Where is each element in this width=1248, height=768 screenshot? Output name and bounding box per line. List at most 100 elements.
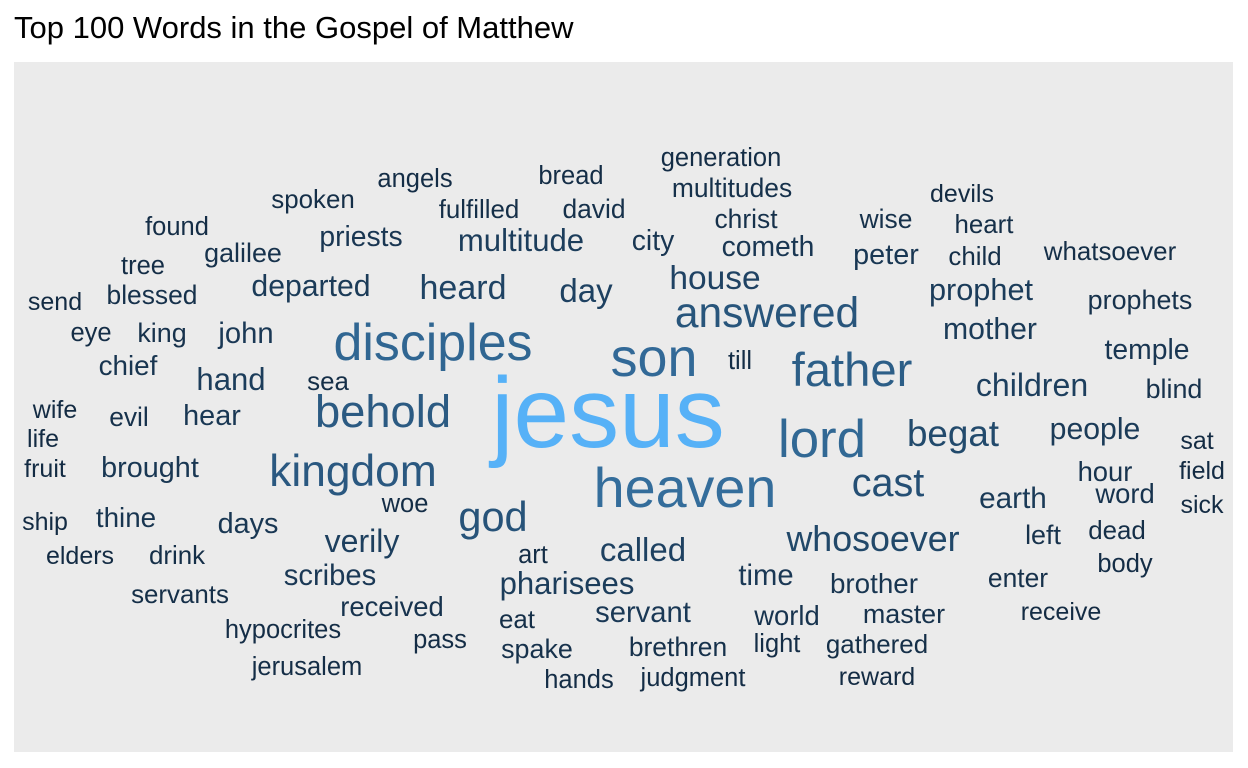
word-angels: angels <box>377 165 452 193</box>
word-city: city <box>632 224 675 256</box>
word-day: day <box>559 272 613 309</box>
word-jesus: jesus <box>488 357 724 469</box>
word-galilee: galilee <box>204 238 282 268</box>
word-lord: lord <box>778 410 866 469</box>
word-drink: drink <box>149 542 205 570</box>
word-gathered: gathered <box>826 631 928 659</box>
word-wise: wise <box>859 204 913 234</box>
word-disciples: disciples <box>334 313 533 371</box>
word-received: received <box>340 591 444 622</box>
word-called: called <box>600 531 686 568</box>
word-servants: servants <box>131 581 229 609</box>
word-eat: eat <box>499 606 535 634</box>
word-chief: chief <box>99 350 158 381</box>
word-found: found <box>145 213 209 241</box>
word-father: father <box>792 344 913 397</box>
word-sea: sea <box>307 368 349 396</box>
word-people: people <box>1050 413 1141 446</box>
word-enter: enter <box>988 563 1048 593</box>
word-days: days <box>218 508 279 540</box>
word-hypocrites: hypocrites <box>225 616 341 644</box>
word-left: left <box>1025 520 1061 550</box>
word-cometh: cometh <box>722 230 815 262</box>
word-judgment: judgment <box>640 664 746 692</box>
word-receive: receive <box>1021 598 1102 626</box>
word-peter: peter <box>853 239 919 271</box>
word-elders: elders <box>46 542 114 570</box>
word-art: art <box>518 541 548 569</box>
word-mother: mother <box>943 313 1037 346</box>
word-son: son <box>611 328 698 388</box>
word-brother: brother <box>830 568 918 599</box>
word-prophets: prophets <box>1088 285 1193 315</box>
word-hour: hour <box>1078 456 1133 487</box>
word-wife: wife <box>32 396 77 424</box>
word-christ: christ <box>714 204 778 234</box>
word-heart: heart <box>954 211 1013 239</box>
word-david: david <box>562 194 625 224</box>
word-king: king <box>137 318 186 348</box>
word-blind: blind <box>1146 374 1203 404</box>
word-john: john <box>217 318 273 350</box>
word-cast: cast <box>852 461 925 505</box>
word-eye: eye <box>70 319 111 347</box>
word-hands: hands <box>544 666 613 694</box>
word-hand: hand <box>196 362 265 397</box>
word-devils: devils <box>930 180 994 208</box>
word-woe: woe <box>381 490 429 518</box>
word-body: body <box>1097 550 1153 578</box>
word-kingdom: kingdom <box>269 447 436 496</box>
word-till: till <box>728 347 752 375</box>
word-send: send <box>28 288 82 316</box>
word-begat: begat <box>907 413 999 454</box>
word-heaven: heaven <box>594 457 777 519</box>
chart-title: Top 100 Words in the Gospel of Matthew <box>14 10 574 45</box>
word-whosoever: whosoever <box>785 519 959 559</box>
word-ship: ship <box>22 508 68 536</box>
word-prophet: prophet <box>929 272 1034 307</box>
word-bread: bread <box>538 162 603 190</box>
word-life: life <box>27 425 59 453</box>
word-field: field <box>1179 457 1225 485</box>
word-word: word <box>1094 478 1154 509</box>
word-jerusalem: jerusalem <box>251 653 363 681</box>
word-light: light <box>754 630 801 658</box>
word-sick: sick <box>1180 491 1224 519</box>
word-spoken: spoken <box>271 186 355 214</box>
word-house: house <box>669 260 760 297</box>
word-temple: temple <box>1105 333 1190 365</box>
word-dead: dead <box>1088 517 1146 545</box>
word-behold: behold <box>315 386 451 437</box>
word-world: world <box>753 600 819 631</box>
word-reward: reward <box>839 663 915 691</box>
word-multitudes: multitudes <box>672 173 792 203</box>
word-generation: generation <box>661 144 782 172</box>
word-earth: earth <box>979 482 1047 515</box>
word-fruit: fruit <box>24 455 66 483</box>
word-spake: spake <box>501 634 573 664</box>
word-brought: brought <box>101 452 199 484</box>
word-sat: sat <box>1180 427 1213 455</box>
word-brethren: brethren <box>629 632 727 662</box>
word-whatsoever: whatsoever <box>1043 238 1177 266</box>
word-hear: hear <box>183 400 241 432</box>
word-multitude: multitude <box>458 223 584 258</box>
word-master: master <box>863 599 945 629</box>
word-thine: thine <box>96 502 156 533</box>
word-heard: heard <box>420 269 507 307</box>
word-fulfilled: fulfilled <box>439 196 520 224</box>
word-scribes: scribes <box>284 560 376 592</box>
word-child: child <box>948 243 1001 271</box>
word-time: time <box>738 560 793 592</box>
word-verily: verily <box>325 523 400 559</box>
word-blessed: blessed <box>107 280 198 310</box>
word-evil: evil <box>109 402 149 432</box>
word-answered: answered <box>675 290 859 337</box>
word-priests: priests <box>319 220 402 252</box>
word-tree: tree <box>121 252 165 280</box>
word-children: children <box>976 367 1088 403</box>
word-servant: servant <box>595 597 691 629</box>
word-pass: pass <box>413 626 467 654</box>
